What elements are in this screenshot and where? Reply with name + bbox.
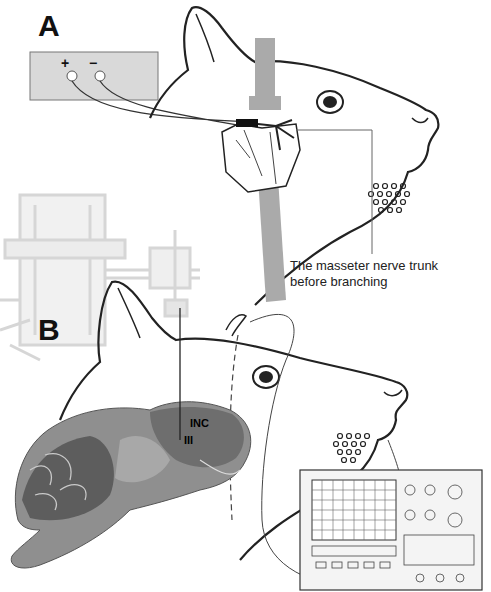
nostril [384,390,402,396]
panel-letter: B [38,312,60,348]
stimulator-box [30,52,158,100]
ear-inner [118,288,140,338]
leader-line [296,130,372,254]
whisker-pad [369,184,410,213]
panel-letter: A [38,8,60,44]
terminal-sign: − [89,55,97,72]
terminal [67,71,77,81]
annotation: The masseter nerve trunk before branchin… [290,258,460,289]
whisker-pad [334,434,370,463]
recording-electrode [179,308,180,440]
stimulator-wire [72,81,255,128]
brain-section [11,402,251,568]
muscle-fold [236,130,276,184]
nucleus-label: INC [190,417,209,430]
clamp-bar [255,38,275,96]
ear-inner [196,14,214,62]
masseter-nerve [258,120,294,150]
pupil [323,96,337,108]
nucleus-label: III [184,434,193,447]
eye [253,366,279,388]
terminal [95,71,105,81]
stimulating-electrode [236,119,258,127]
oscilloscope [300,470,482,590]
nostril [412,118,428,123]
terminal-sign: + [61,55,69,72]
clamp-bar [249,96,281,110]
clamp-bar [258,178,286,302]
eye [317,91,343,113]
pupil [259,371,273,383]
ear [226,315,246,336]
